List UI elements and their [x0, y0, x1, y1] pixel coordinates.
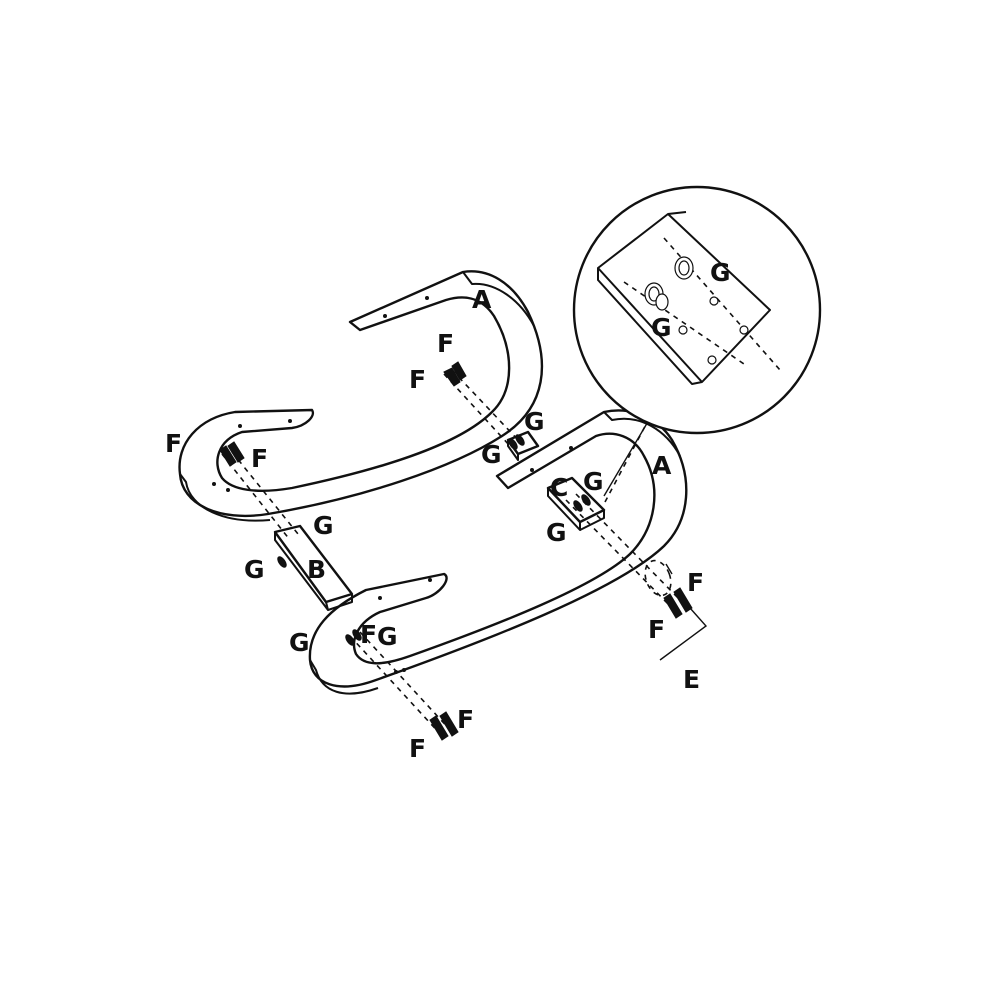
- label-dowel: G: [651, 313, 672, 342]
- label-part-e: E: [683, 665, 700, 694]
- part-a-rail-upper: [178, 270, 544, 522]
- label-screw: F: [360, 620, 377, 649]
- label-screw: F: [457, 705, 474, 734]
- label-screw: F: [251, 444, 268, 473]
- label-dowel: G: [481, 440, 502, 469]
- dowel-hardware: [277, 434, 591, 646]
- label-dowel: G: [289, 628, 310, 657]
- label-part-b: B: [307, 555, 326, 584]
- label-screw: F: [409, 365, 426, 394]
- label-screw: F: [687, 568, 704, 597]
- label-screw: F: [165, 429, 182, 458]
- part-b-crossbar: [273, 524, 354, 611]
- label-part-a: A: [472, 285, 492, 314]
- label-part-a: A: [652, 451, 672, 480]
- label-dowel: G: [546, 518, 567, 547]
- label-screw: F: [648, 615, 665, 644]
- label-screw: F: [437, 329, 454, 358]
- assembly-guide-lines: [221, 369, 683, 737]
- label-dowel: G: [710, 258, 731, 287]
- part-c-bracket: [546, 476, 606, 531]
- screw-hardware: [219, 361, 693, 741]
- label-dowel: G: [313, 511, 334, 540]
- label-part-c: C: [550, 473, 568, 502]
- detail-magnifier: [572, 185, 822, 497]
- label-dowel: G: [524, 407, 545, 436]
- part-e-callout: [644, 559, 708, 661]
- label-dowel: G: [377, 622, 398, 651]
- label-screw: F: [409, 734, 426, 763]
- label-dowel: G: [244, 555, 265, 584]
- part-a-rail-lower: [308, 409, 688, 695]
- part-labels: A A B C E F F F F F F F F F G G G G G G …: [165, 258, 731, 763]
- label-dowel: G: [583, 467, 604, 496]
